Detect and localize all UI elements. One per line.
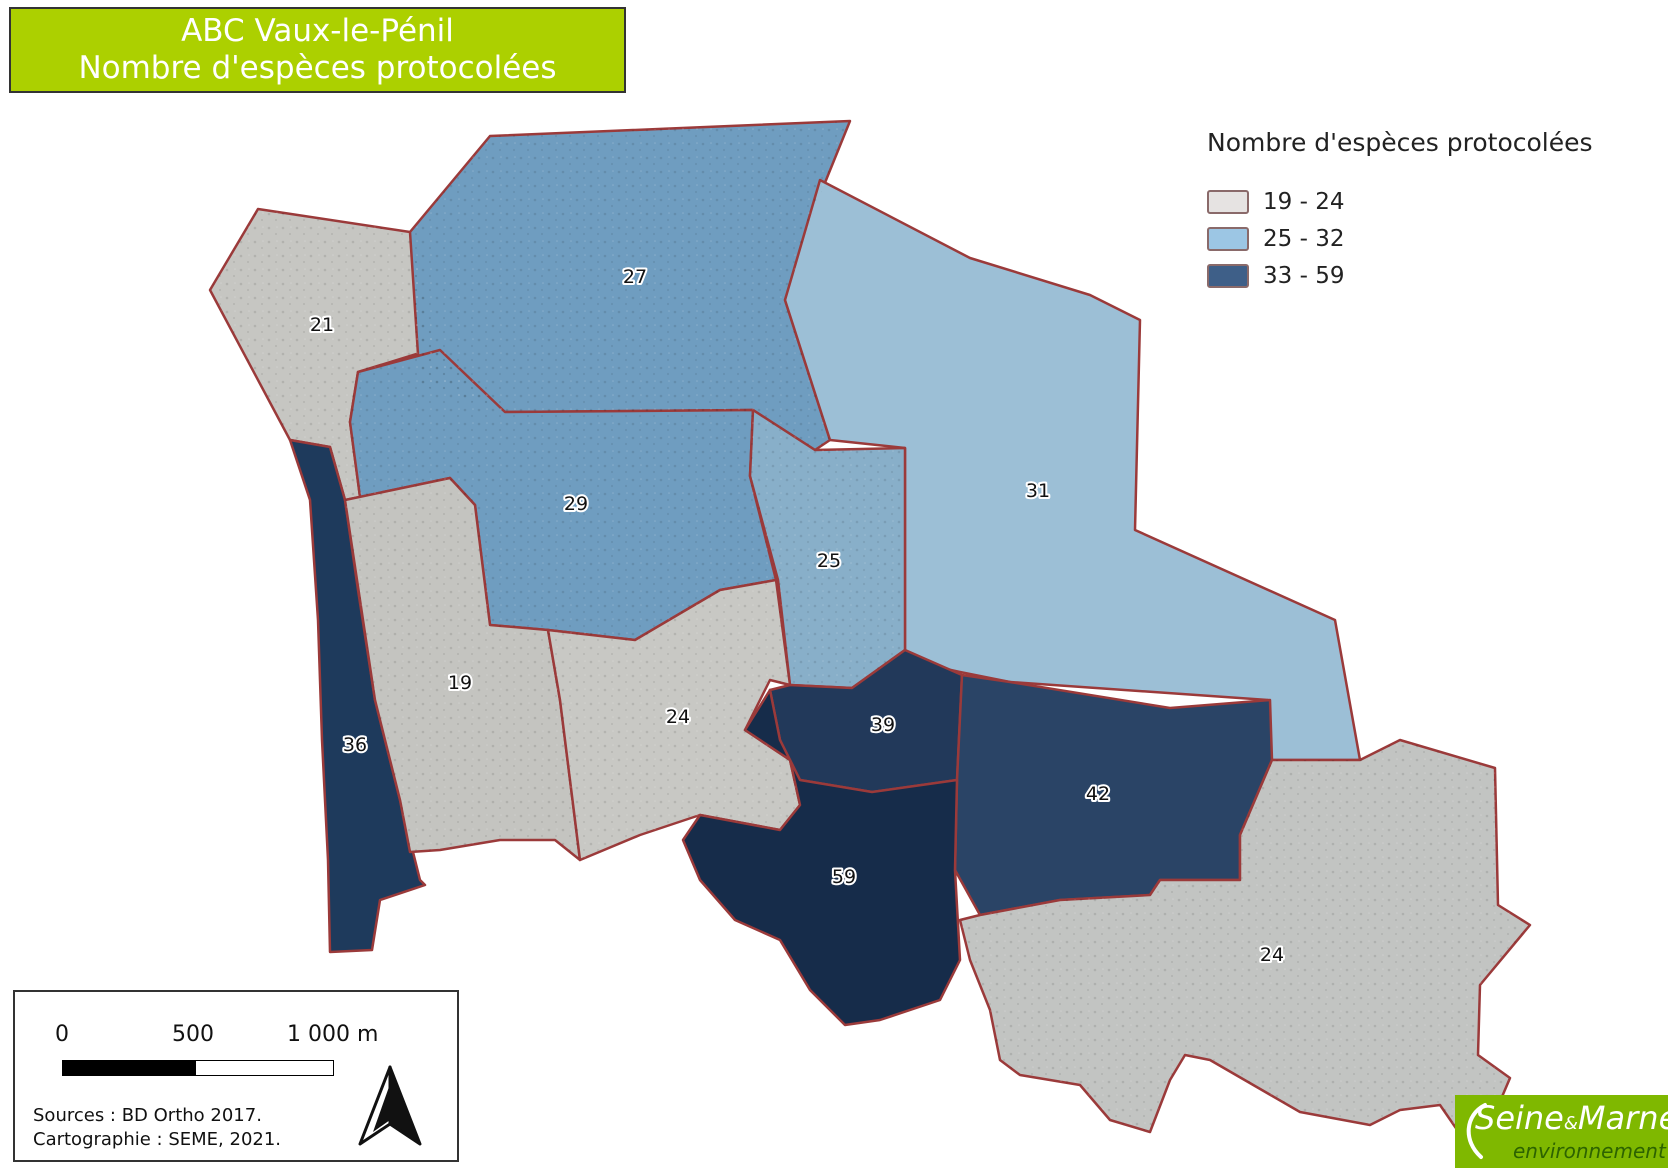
map-texture	[210, 121, 1530, 1134]
legend-title: Nombre d'espèces protocolées	[1207, 128, 1593, 157]
legend-row: 33 - 59	[1207, 257, 1607, 294]
zone-label-39: 39	[871, 714, 895, 736]
scale-bar-white-segment	[195, 1060, 334, 1076]
credits-sources: Sources : BD Ortho 2017.	[33, 1105, 262, 1126]
scale-bar-black-segment	[62, 1060, 196, 1076]
logo-word-marne: Marne	[1577, 1099, 1674, 1137]
seine-et-marne-environnement-logo: Seine&Marne environnement	[1455, 1095, 1674, 1168]
map-legend: Nombre d'espèces protocolées 19 - 24 25 …	[1207, 128, 1607, 294]
legend-label: 19 - 24	[1263, 188, 1345, 215]
logo-word-seine: Seine	[1475, 1099, 1564, 1137]
logo-ampersand: &	[1563, 1113, 1578, 1134]
north-arrow-icon	[358, 1065, 422, 1146]
map-title-line1: ABC Vaux-le-Pénil	[181, 13, 454, 49]
zone-label-25: 25	[817, 550, 841, 572]
zone-label-29: 29	[564, 493, 588, 515]
zone-label-42: 42	[1086, 783, 1110, 805]
scale-tick-0: 0	[55, 1022, 69, 1047]
zone-label-36: 36	[343, 734, 367, 756]
zone-label-31: 31	[1026, 480, 1050, 502]
zone-label-24-west: 24	[666, 706, 690, 728]
legend-swatch	[1207, 189, 1249, 214]
zone-label-27: 27	[623, 266, 647, 288]
legend-swatch	[1207, 263, 1249, 288]
map-title-line2: Nombre d'espèces protocolées	[78, 50, 557, 86]
scale-and-credits-box: 0 500 1 000 m Sources : BD Ortho 2017. C…	[13, 990, 459, 1162]
zone-label-21: 21	[310, 314, 334, 336]
zone-label-19: 19	[448, 672, 472, 694]
logo-wordmark: Seine&Marne	[1475, 1099, 1674, 1137]
scale-tick-500: 500	[172, 1022, 214, 1047]
zone-label-59: 59	[832, 866, 856, 888]
logo-subtitle: environnement	[1513, 1139, 1666, 1163]
legend-label: 33 - 59	[1263, 262, 1345, 289]
zone-59[interactable]	[681, 688, 962, 1027]
scale-tick-1000: 1 000 m	[287, 1022, 379, 1047]
legend-row: 25 - 32	[1207, 220, 1607, 257]
credits-cartography: Cartographie : SEME, 2021.	[33, 1129, 282, 1150]
credits: Sources : BD Ortho 2017. Cartographie : …	[33, 1104, 281, 1152]
map-title-box: ABC Vaux-le-Pénil Nombre d'espèces proto…	[9, 7, 626, 93]
zone-label-24-east: 24	[1260, 944, 1284, 966]
legend-swatch	[1207, 226, 1249, 251]
legend-label: 25 - 32	[1263, 225, 1345, 252]
logo-swoosh-icon	[1466, 1103, 1487, 1159]
legend-row: 19 - 24	[1207, 183, 1607, 220]
